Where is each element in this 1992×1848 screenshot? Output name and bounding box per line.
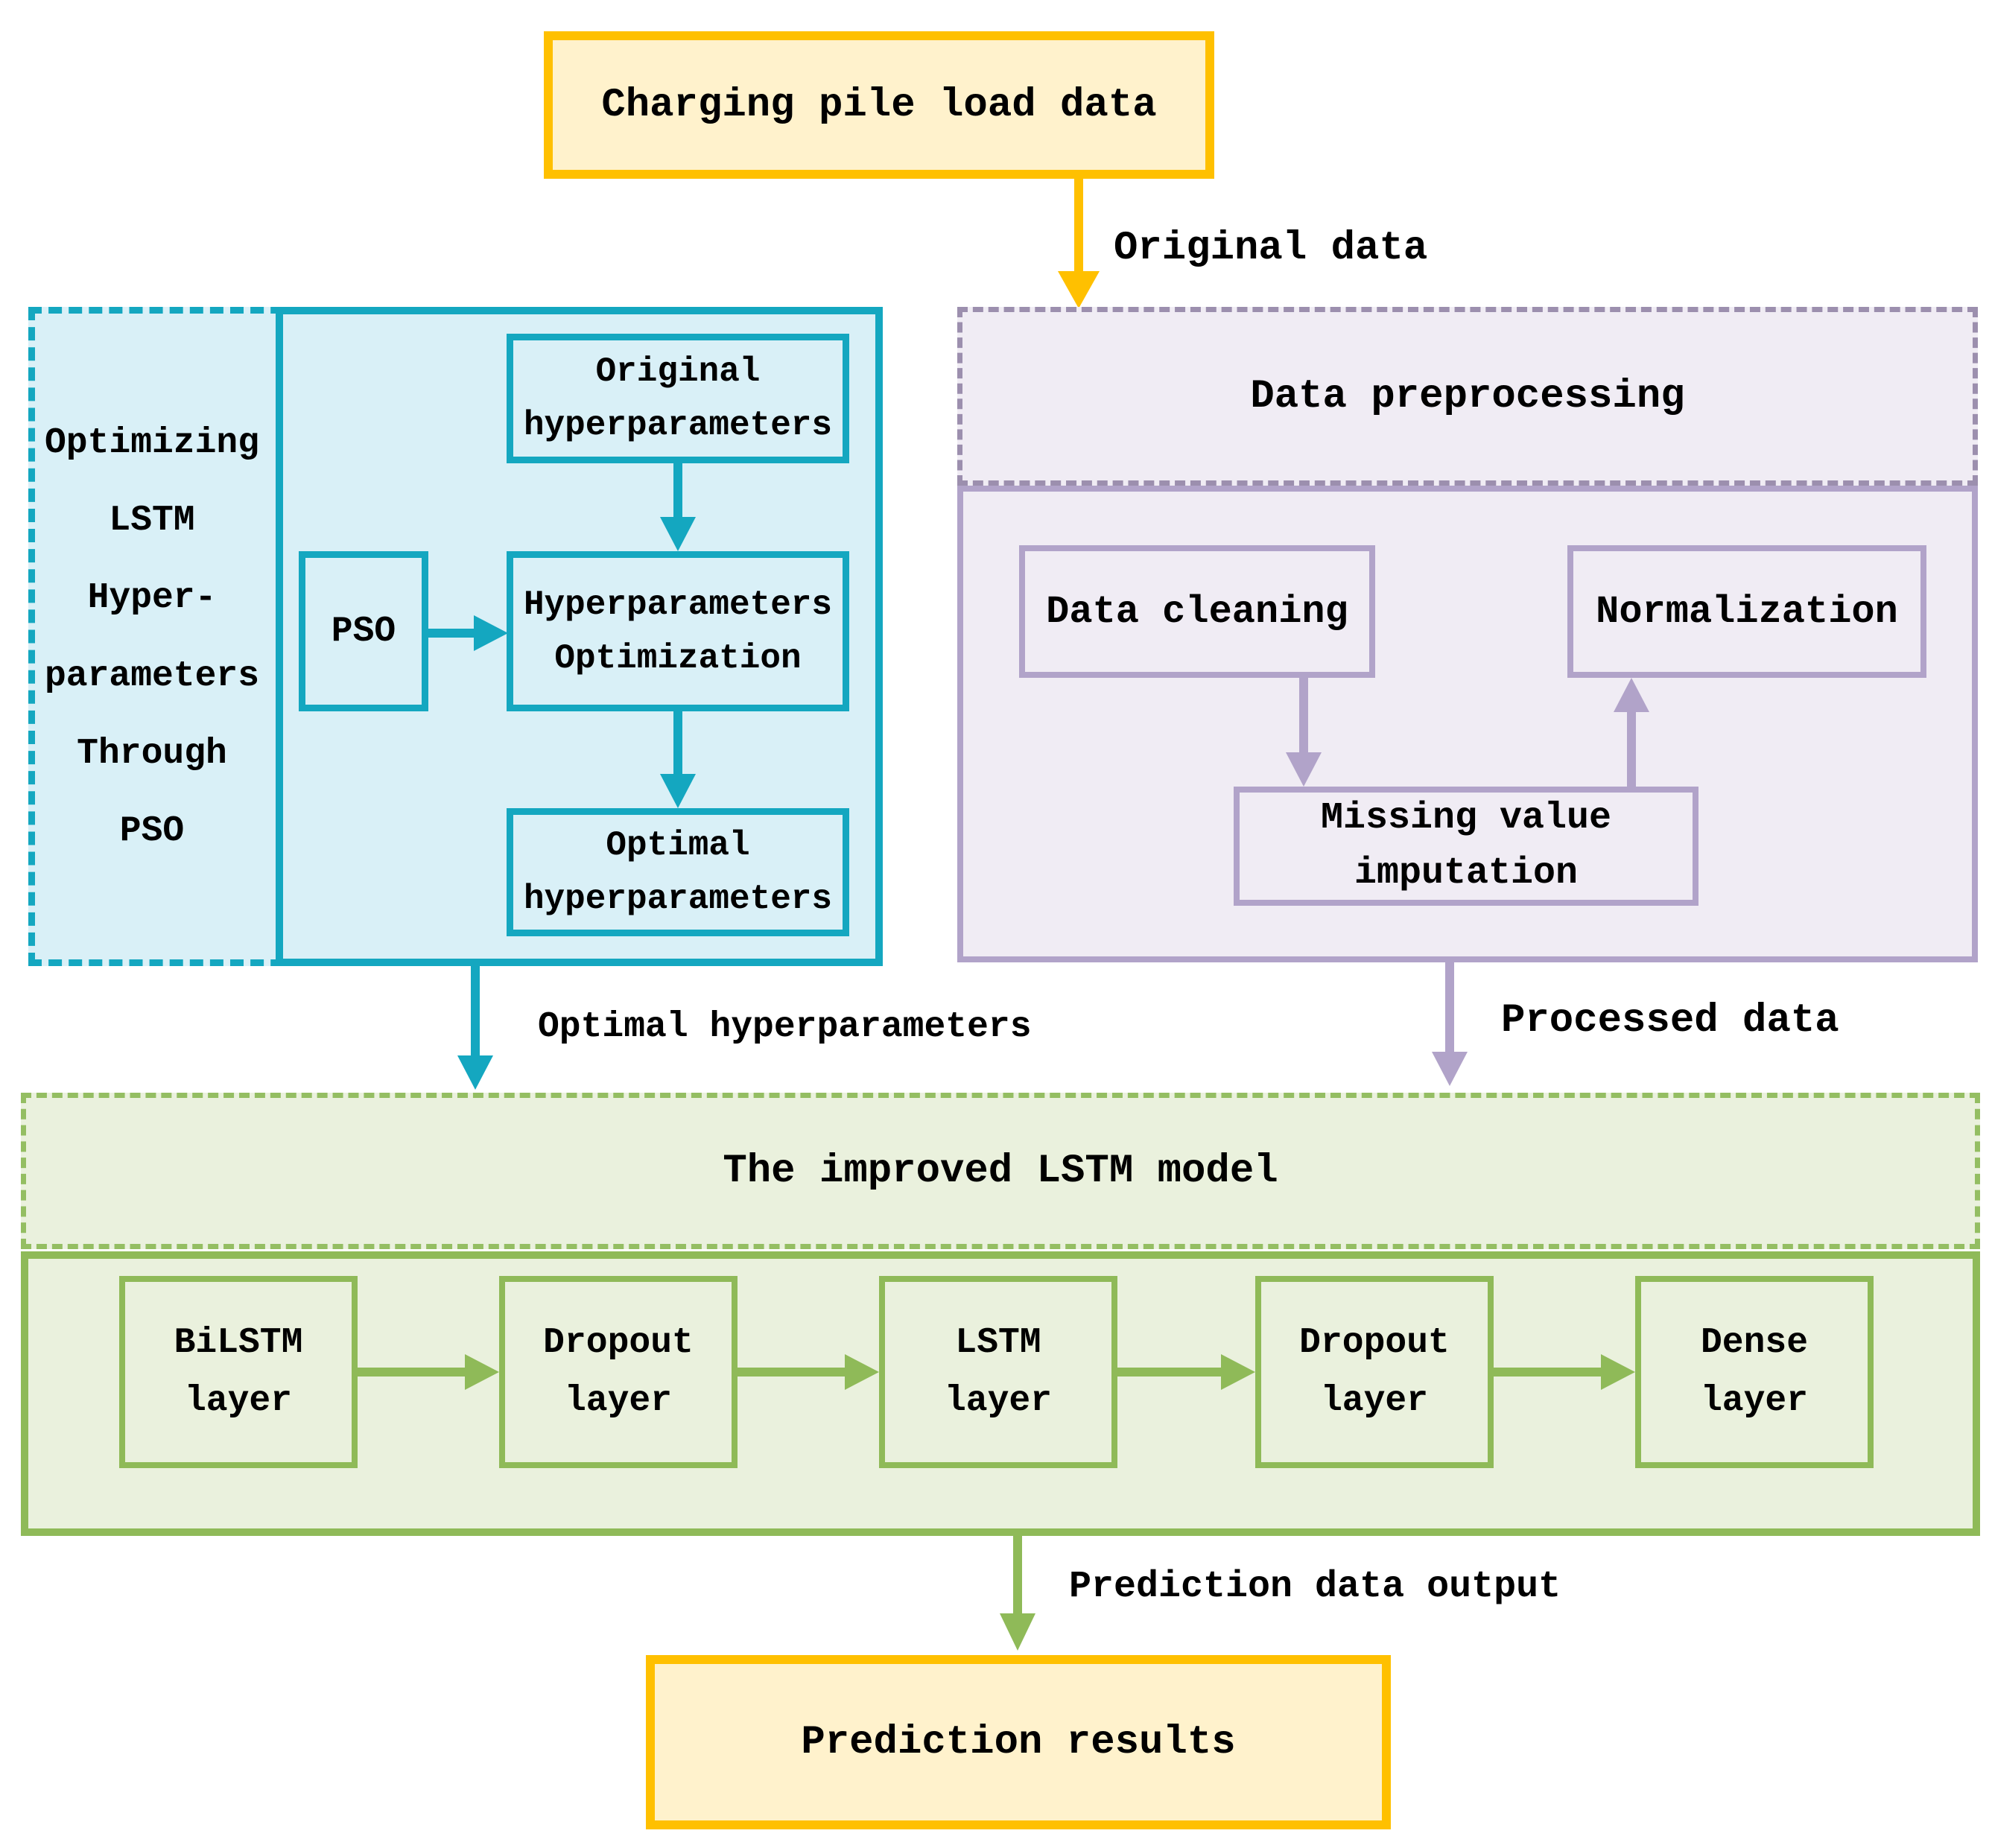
arrow-original-data-shaft [1074, 179, 1083, 273]
arrow-shaft [471, 966, 480, 1057]
normalization-label: Normalization [1596, 589, 1898, 634]
layer-line1: Dropout [1299, 1323, 1450, 1363]
missing-value-line1: Missing value [1320, 797, 1612, 839]
pso-node: PSO [299, 551, 428, 711]
missing-value-line2: imputation [1354, 852, 1579, 895]
arrow-head [1221, 1354, 1255, 1390]
side-label-line: Through [77, 733, 227, 774]
dropout-layer-1-node: Dropout layer [499, 1276, 738, 1468]
arrow-head [465, 1354, 499, 1390]
arrow-original-data-head [1058, 271, 1100, 308]
arrow-shaft [673, 711, 682, 775]
original-hyperparameters-node: Original hyperparameters [507, 334, 849, 463]
layer-line1: Dropout [543, 1323, 694, 1363]
hyperparameters-optimization-node: Hyperparameters Optimization [507, 551, 849, 711]
arrow-shaft [673, 463, 682, 520]
side-label-line: Hyper- [87, 578, 217, 619]
normalization-node: Normalization [1567, 545, 1926, 678]
pso-label: PSO [331, 611, 396, 652]
layer-line2: layer [184, 1381, 293, 1421]
hyperparameters-optimization-line2: Optimization [554, 638, 802, 678]
arrow-shaft [1494, 1368, 1604, 1377]
arrow-shaft [1299, 678, 1308, 754]
side-label-line: parameters [44, 655, 260, 696]
prediction-results-node: Prediction results [646, 1655, 1391, 1829]
layer-line1: LSTM [955, 1323, 1041, 1363]
charging-pile-load-data-label: Charging pile load data [601, 82, 1157, 128]
arrow-shaft [1627, 709, 1636, 787]
dropout-layer-2-node: Dropout layer [1255, 1276, 1494, 1468]
missing-value-imputation-node: Missing value imputation [1234, 787, 1698, 906]
layer-line1: Dense [1700, 1323, 1809, 1363]
preprocessing-title: Data preprocessing [1250, 373, 1685, 419]
arrow-head [457, 1055, 493, 1090]
charging-pile-load-data-node: Charging pile load data [544, 31, 1214, 179]
prediction-results-label: Prediction results [801, 1719, 1236, 1765]
optimal-hyperparameters-line2: hyperparameters [523, 880, 833, 918]
arrow-head [1286, 752, 1322, 787]
arrow-shaft [1117, 1368, 1224, 1377]
original-data-edge-label: Original data [1114, 226, 1428, 271]
optimal-hyperparameters-node: Optimal hyperparameters [507, 808, 849, 936]
layer-line2: layer [1320, 1381, 1429, 1421]
pso-section-side-label: Optimizing LSTM Hyper- parameters Throug… [28, 423, 276, 851]
lstm-section-title: The improved LSTM model [723, 1148, 1278, 1194]
layer-line2: layer [564, 1381, 673, 1421]
side-label-line: Optimizing [44, 423, 260, 463]
arrow-shaft [358, 1368, 468, 1377]
layer-line2: layer [1700, 1381, 1809, 1421]
original-hyperparameters-line2: hyperparameters [523, 406, 833, 445]
prediction-data-output-edge-label: Prediction data output [1069, 1566, 1561, 1608]
lstm-layer-node: LSTM layer [879, 1276, 1117, 1468]
side-label-line: PSO [119, 810, 185, 851]
layer-line2: layer [944, 1381, 1053, 1421]
side-label-line: LSTM [109, 501, 195, 542]
optimal-hyperparameters-edge-label: Optimal hyperparameters [538, 1007, 1032, 1047]
arrow-shaft [1445, 962, 1454, 1053]
arrow-head [660, 774, 696, 808]
hyperparameters-optimization-line1: Hyperparameters [523, 585, 833, 624]
processed-data-edge-label: Processed data [1501, 998, 1839, 1044]
preprocessing-header-panel: Data preprocessing [957, 307, 1978, 486]
data-cleaning-node: Data cleaning [1019, 545, 1375, 678]
arrow-head [1601, 1354, 1635, 1390]
dense-layer-node: Dense layer [1635, 1276, 1874, 1468]
arrow-head [660, 517, 696, 551]
layer-line1: BiLSTM [174, 1323, 303, 1363]
arrow-shaft [738, 1368, 848, 1377]
arrow-head [1000, 1613, 1035, 1651]
original-hyperparameters-line1: Original [595, 352, 761, 391]
optimal-hyperparameters-line1: Optimal [606, 826, 750, 865]
data-cleaning-label: Data cleaning [1046, 589, 1348, 634]
lstm-header-panel: The improved LSTM model [21, 1093, 1980, 1249]
arrow-head [1614, 678, 1649, 712]
arrow-head [474, 615, 508, 651]
bilstm-layer-node: BiLSTM layer [119, 1276, 358, 1468]
arrow-shaft [1013, 1536, 1022, 1615]
arrow-shaft [428, 629, 476, 638]
arrow-head [1432, 1052, 1468, 1086]
arrow-head [845, 1354, 879, 1390]
